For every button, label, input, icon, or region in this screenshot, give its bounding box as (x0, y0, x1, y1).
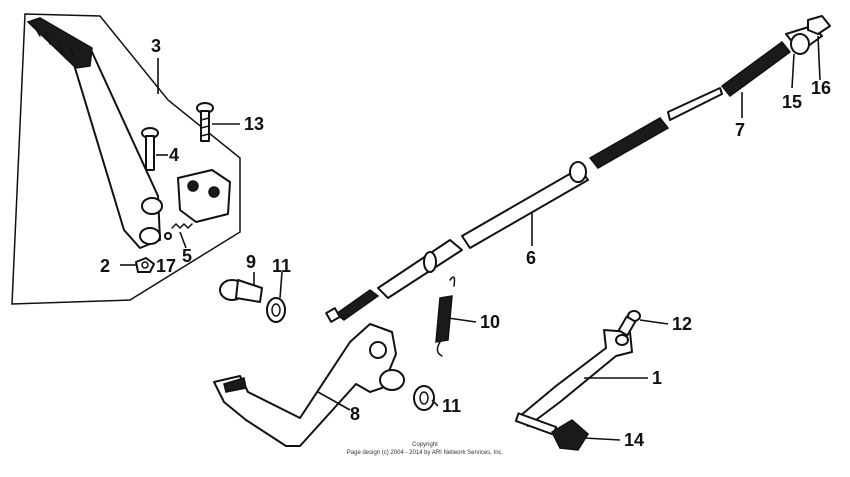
spring-5 (171, 222, 193, 230)
callout-7: 7 (735, 120, 745, 140)
callout-10: 10 (480, 312, 500, 332)
clamp-block (177, 169, 231, 223)
callout-5: 5 (182, 246, 192, 266)
cable-spring-7 (720, 40, 792, 98)
ball-17 (164, 232, 172, 240)
adjusting-nut-16 (807, 15, 831, 35)
callout-4: 4 (169, 145, 179, 165)
brake-pedal (213, 323, 405, 447)
kickstarter-arm (26, 17, 163, 249)
callout-13: 13 (244, 114, 264, 134)
callout-1: 1 (652, 368, 662, 388)
bolt-12 (617, 310, 641, 337)
washer-11-upper (266, 297, 286, 323)
callout-11-upper: 11 (272, 256, 291, 276)
callout-16: 16 (811, 78, 831, 98)
bolt-13 (196, 102, 214, 142)
nut-2 (135, 257, 155, 273)
callout-11-lower: 11 (442, 396, 461, 416)
callout-9: 9 (246, 252, 256, 272)
pivot-bolt-9 (219, 279, 263, 303)
gear-shift-lever (514, 329, 633, 436)
return-spring-10 (435, 276, 456, 357)
callout-17: 17 (156, 256, 176, 276)
kickstarter-rubber-grip (26, 17, 93, 69)
kickstarter-group-outline (11, 13, 241, 305)
callout-14: 14 (624, 430, 644, 450)
washer-11-lower (413, 385, 435, 411)
callout-15: 15 (782, 92, 802, 112)
shift-rubber-14 (551, 419, 589, 451)
callout-8: 8 (350, 404, 360, 424)
bolt-4 (141, 127, 159, 171)
copyright-line-1: Copyright (412, 442, 438, 448)
brake-cable (325, 87, 723, 323)
callout-12: 12 (672, 314, 692, 334)
callout-3: 3 (151, 36, 161, 56)
leader-lines (120, 35, 821, 441)
callout-6: 6 (526, 248, 536, 268)
cable-adjuster (785, 15, 831, 55)
callout-2: 2 (100, 256, 110, 276)
copyright-line-2: Page design (c) 2004 - 2014 by ARI Netwo… (347, 450, 504, 456)
